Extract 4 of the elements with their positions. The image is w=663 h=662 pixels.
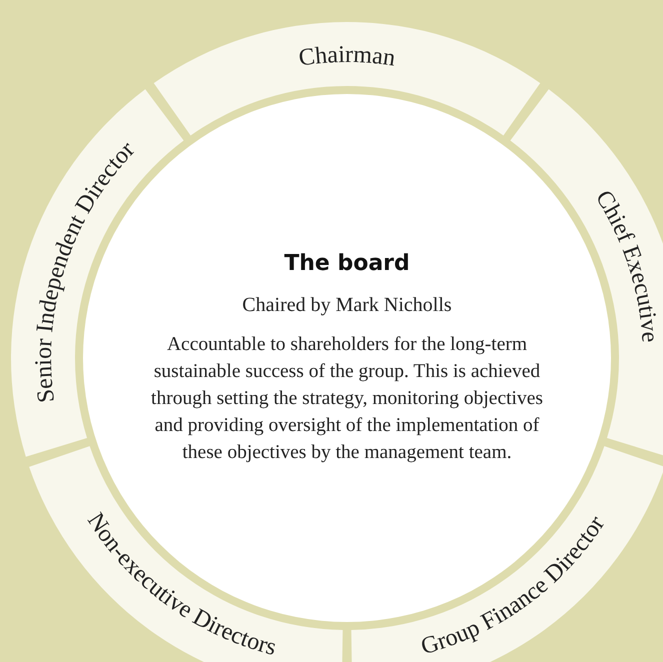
board-subtitle: Chaired by Mark Nicholls [242,294,452,316]
segment-label: Chairman [297,42,397,72]
board-description: Accountable to shareholders for the long-term sustainable success of the group. This is achieved through setting the strategy, monitoring objectives and providing oversight of the implementation of these objectives by the management team. [150,332,544,464]
board-title: The board [284,250,410,276]
